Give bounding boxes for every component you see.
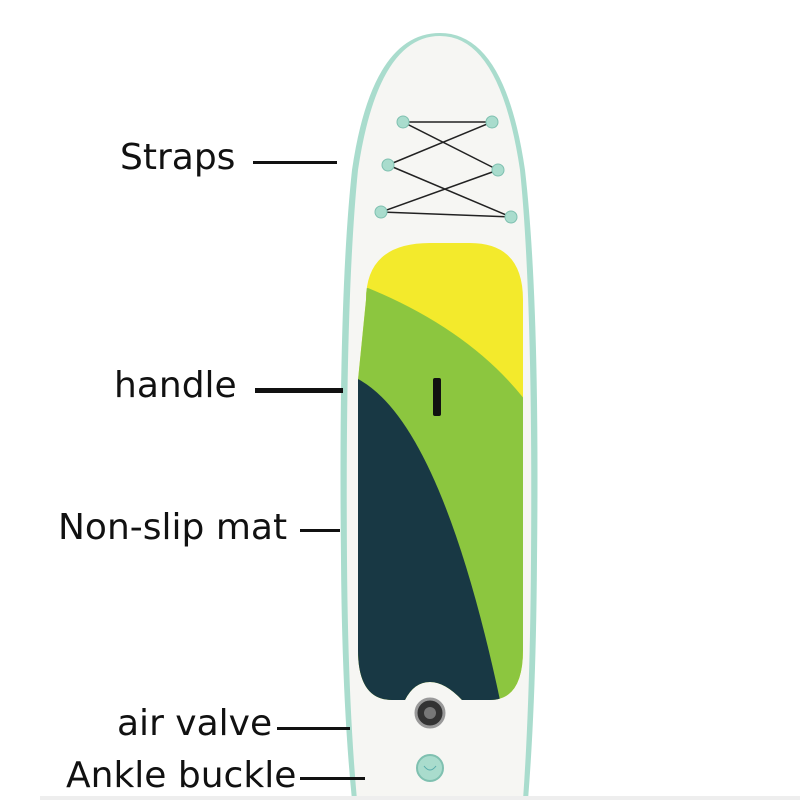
non-slip-mat [358,243,523,700]
ankle-buckle [416,754,444,782]
leader-line-valve [277,727,350,730]
label-handle: handle [114,365,237,406]
leader-line-handle [255,388,343,393]
label-non-slip-mat: Non-slip mat [58,507,288,548]
leader-line-straps [253,161,337,164]
label-air-valve: air valve [117,703,273,744]
handle [433,378,441,416]
leader-line-buckle [300,777,365,780]
strap-anchors [374,115,518,224]
bungee-straps [380,121,512,218]
air-valve [414,697,446,729]
label-straps: Straps [120,137,236,178]
label-ankle-buckle: Ankle buckle [66,755,297,796]
leader-line-mat [300,529,340,532]
